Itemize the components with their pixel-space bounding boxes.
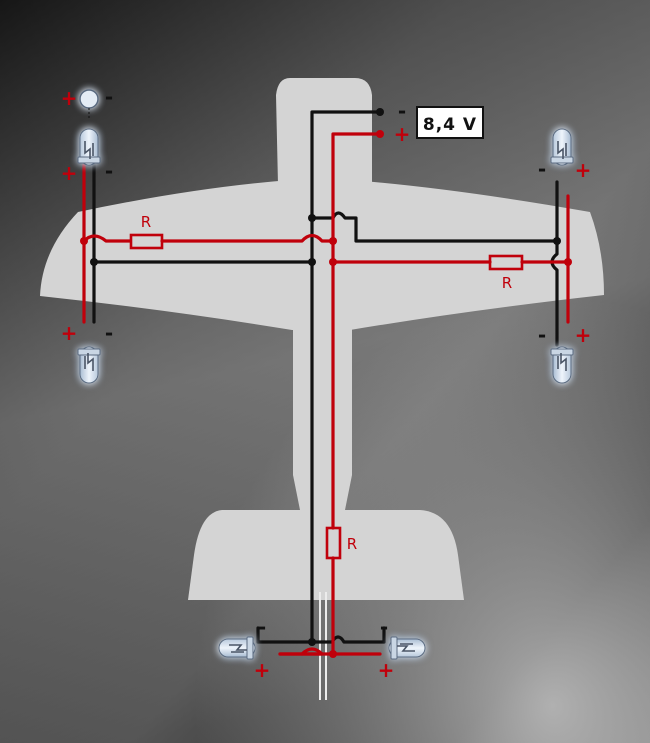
led-right-front: - +	[538, 129, 592, 182]
svg-text:R: R	[141, 213, 151, 231]
svg-text:-: -	[538, 157, 546, 181]
supply-plus-sign: +	[394, 122, 411, 146]
led-left-front: + -	[61, 129, 113, 185]
svg-text:R: R	[347, 535, 357, 553]
svg-text:-: -	[380, 615, 388, 639]
led-tail-right: - +	[378, 615, 425, 682]
svg-text:+: +	[254, 658, 271, 682]
rudder-hinge	[319, 592, 327, 700]
svg-text:-: -	[105, 321, 113, 345]
resistor-fuselage: R	[325, 526, 357, 560]
svg-text:+: +	[61, 321, 78, 345]
svg-text:R: R	[502, 274, 512, 292]
svg-text:+: +	[61, 86, 78, 110]
svg-text:+: +	[378, 658, 395, 682]
supply-minus-sign: -	[398, 99, 406, 123]
svg-text:-: -	[538, 323, 546, 347]
junction-dots	[80, 108, 572, 658]
led-left-rear: + -	[61, 321, 113, 383]
led-tail-left: - +	[219, 615, 270, 682]
svg-text:8,4 V: 8,4 V	[423, 115, 477, 135]
resistor-left-wing: R	[129, 213, 164, 250]
svg-text:-: -	[105, 159, 113, 183]
svg-text:+: +	[61, 161, 78, 185]
svg-text:-: -	[258, 615, 266, 639]
led-right-rear: - +	[538, 323, 592, 383]
svg-text:-: -	[105, 85, 113, 109]
resistor-right-wing: R	[488, 254, 524, 292]
airframe	[40, 78, 604, 600]
voltage-label: 8,4 V	[416, 106, 484, 139]
svg-text:+: +	[575, 323, 592, 347]
led-legend-symbol: + -	[61, 85, 113, 120]
svg-text:+: +	[575, 158, 592, 182]
